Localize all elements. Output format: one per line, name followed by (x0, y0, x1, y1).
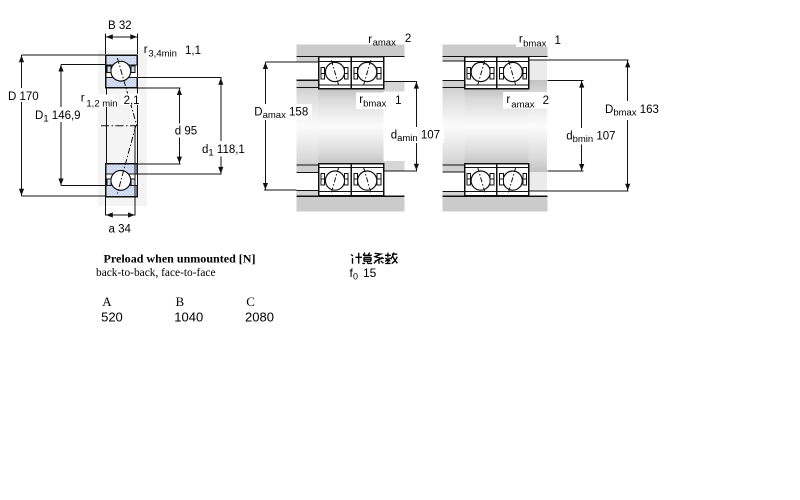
svg-text:amax: amax (373, 38, 396, 49)
svg-text:D1 146,9: D1 146,9 (35, 110, 81, 125)
svg-text:amax: amax (511, 100, 534, 111)
svg-text:r: r (359, 94, 363, 106)
svg-text:a 34: a 34 (109, 224, 132, 236)
svg-text:A: A (102, 294, 112, 309)
svg-text:bmax: bmax (363, 99, 386, 110)
svg-text:1040: 1040 (174, 310, 203, 325)
svg-text:dbmin 107: dbmin 107 (566, 131, 615, 146)
svg-text:0: 0 (353, 272, 358, 282)
svg-text:damin 107: damin 107 (391, 129, 440, 144)
svg-text:d 95: d 95 (175, 126, 197, 138)
svg-text:D 170: D 170 (8, 91, 39, 103)
svg-text:Dbmax 163: Dbmax 163 (605, 104, 659, 119)
svg-text:520: 520 (101, 310, 123, 325)
svg-text:1: 1 (395, 95, 401, 107)
svg-text:2080: 2080 (245, 310, 274, 325)
svg-text:1: 1 (555, 35, 561, 47)
svg-text:B: B (176, 294, 185, 309)
svg-text:2: 2 (405, 33, 411, 45)
svg-text:r: r (519, 34, 523, 46)
svg-text:f: f (350, 266, 354, 280)
svg-text:2,1: 2,1 (124, 95, 140, 107)
svg-text:2: 2 (543, 95, 549, 107)
svg-text:r: r (144, 44, 148, 56)
svg-text:r: r (81, 93, 85, 105)
svg-text:Preload when unmounted [N]: Preload when unmounted [N] (104, 254, 256, 266)
svg-text:bmax: bmax (523, 38, 546, 49)
svg-text:C: C (246, 294, 255, 309)
svg-text:B 32: B 32 (108, 20, 132, 32)
svg-text:1,1: 1,1 (185, 45, 201, 57)
svg-text:1,2 min: 1,2 min (86, 98, 117, 109)
svg-text:r: r (506, 94, 510, 106)
svg-text:15: 15 (363, 266, 377, 280)
svg-text:back-to-back, face-to-face: back-to-back, face-to-face (96, 265, 216, 279)
svg-text:d1 118,1: d1 118,1 (202, 144, 245, 159)
svg-text:Damax 158: Damax 158 (254, 107, 308, 122)
svg-text:r: r (368, 34, 372, 46)
svg-text:3,4min: 3,4min (148, 49, 177, 60)
